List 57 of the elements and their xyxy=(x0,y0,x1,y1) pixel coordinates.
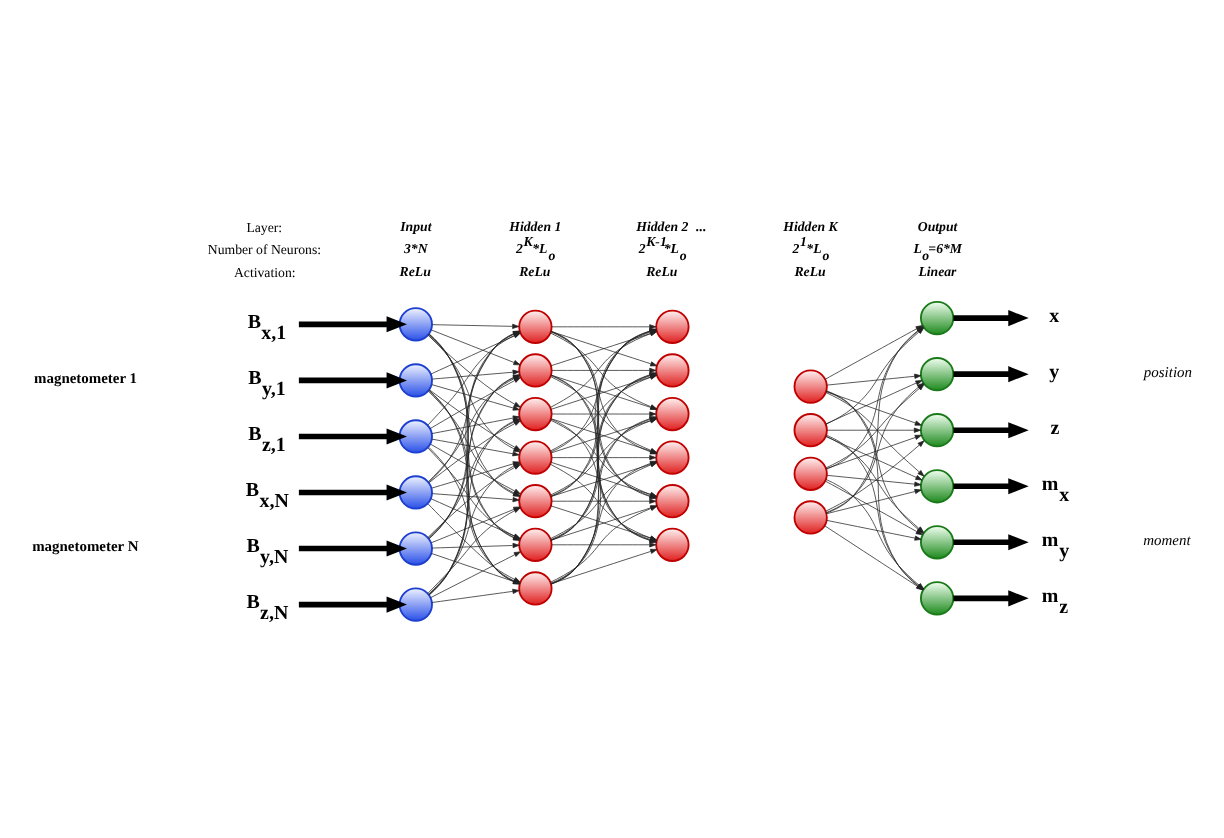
node-circle xyxy=(655,396,690,432)
arrow xyxy=(431,384,520,411)
arrow xyxy=(551,324,657,330)
arrow xyxy=(298,428,407,445)
node-circle xyxy=(398,587,433,622)
arrow xyxy=(825,440,925,512)
arrow xyxy=(551,455,657,461)
arrow xyxy=(825,436,923,481)
arrow xyxy=(953,534,1029,551)
node-circle xyxy=(518,396,553,432)
arrow xyxy=(953,590,1029,607)
arrow xyxy=(953,422,1029,439)
node-circle xyxy=(793,369,828,404)
arrow xyxy=(825,391,922,426)
node-circle xyxy=(655,309,690,344)
node-circle xyxy=(655,440,690,475)
arrow xyxy=(551,498,657,504)
arrow xyxy=(953,310,1029,327)
node-text: y xyxy=(1049,361,1060,384)
node-circle xyxy=(398,307,433,342)
node-circle xyxy=(398,475,433,510)
node-circle xyxy=(793,500,828,535)
arrow xyxy=(826,373,922,386)
arrow xyxy=(551,542,657,548)
node-circle xyxy=(518,440,553,475)
node-circle xyxy=(793,413,828,448)
node-circle xyxy=(398,363,433,398)
node-circle xyxy=(655,353,690,388)
arrow xyxy=(551,411,657,417)
arrow xyxy=(432,323,520,329)
arrow xyxy=(298,540,407,557)
node-circle xyxy=(655,527,690,562)
arrow xyxy=(953,366,1029,383)
node-text: x xyxy=(1049,305,1060,328)
arrow xyxy=(432,542,520,549)
arrow xyxy=(826,488,922,515)
node-circle xyxy=(518,353,553,388)
node-circle xyxy=(655,484,690,519)
arrow xyxy=(298,316,407,333)
node-circle xyxy=(398,419,433,454)
node-circle xyxy=(518,309,553,344)
node-circle xyxy=(518,571,553,606)
arrow xyxy=(825,434,922,470)
arrow xyxy=(298,596,407,613)
arrow xyxy=(826,427,921,433)
node-circle xyxy=(518,527,553,562)
node-text: z xyxy=(1050,417,1060,440)
arrow xyxy=(953,478,1029,495)
node-circle xyxy=(793,456,828,491)
arrow xyxy=(550,548,658,585)
arrow xyxy=(551,367,657,373)
node-circle xyxy=(518,484,553,519)
node-circle xyxy=(398,531,433,566)
arrow xyxy=(298,484,407,501)
arrow xyxy=(298,372,407,389)
arrow xyxy=(826,474,922,487)
arrow xyxy=(431,588,520,603)
